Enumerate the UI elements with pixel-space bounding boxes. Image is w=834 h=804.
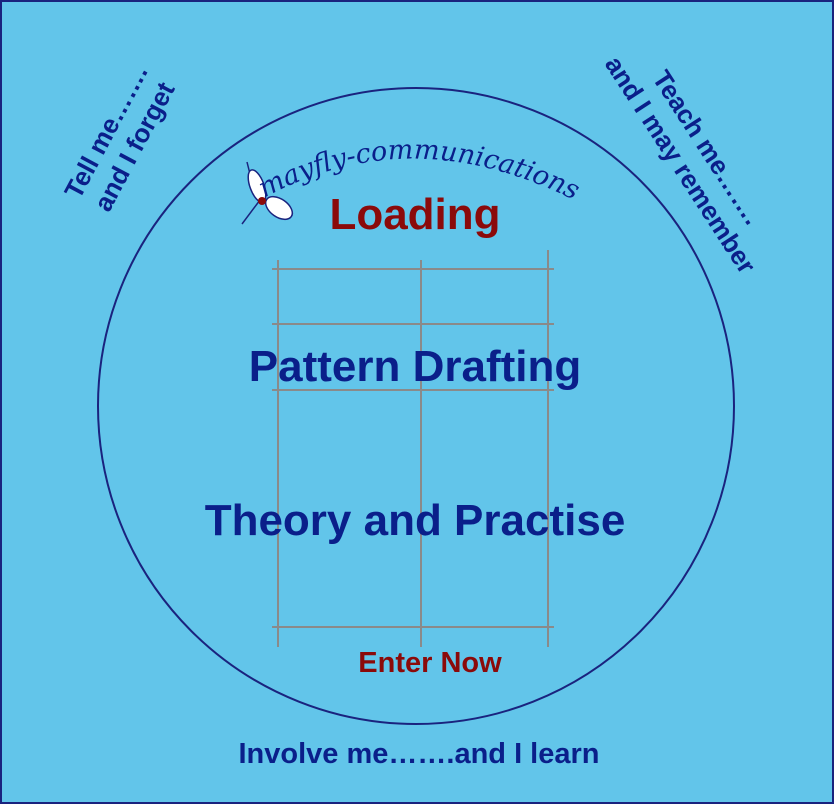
enter-now-link[interactable]: Enter Now: [358, 647, 502, 679]
mayfly-icon: [241, 161, 294, 225]
title-pattern-drafting: Pattern Drafting: [248, 342, 582, 391]
title-theory-and-practise: Theory and Practise: [204, 496, 626, 545]
pattern-grid: [272, 250, 554, 647]
loading-label: Loading: [329, 190, 501, 239]
quote-involve-me: Involve me…….and I learn: [238, 738, 600, 770]
frame-circle: [97, 87, 735, 725]
